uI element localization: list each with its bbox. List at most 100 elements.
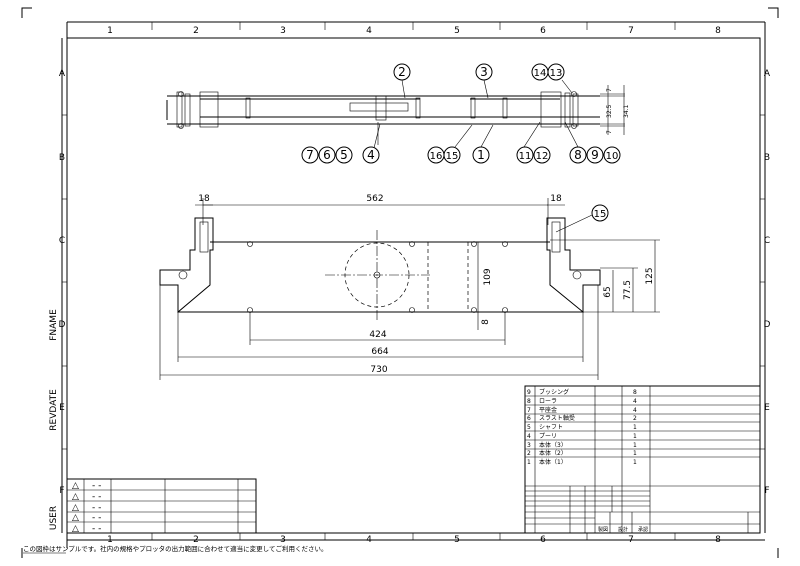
col-label: 7	[628, 26, 634, 36]
col-label: 1	[107, 535, 113, 545]
svg-text:1: 1	[633, 442, 637, 449]
col-label: 7	[628, 535, 634, 545]
svg-text:15: 15	[594, 209, 607, 220]
balloon: 6	[318, 146, 336, 164]
balloon: 15	[591, 204, 609, 222]
col-label: 8	[715, 26, 721, 36]
row-label: E	[764, 403, 770, 413]
svg-text:12: 12	[536, 151, 549, 162]
svg-text:2: 2	[633, 415, 637, 422]
dim-109: 109	[483, 268, 493, 285]
svg-text:4: 4	[633, 407, 637, 414]
revision-row: △ - -	[72, 492, 101, 502]
revdate-label: REVDATE	[49, 389, 59, 431]
svg-text:1: 1	[477, 148, 485, 162]
balloon: 13	[547, 63, 565, 81]
dim-label: 32.5	[606, 104, 613, 118]
svg-text:1: 1	[633, 459, 637, 466]
svg-text:7: 7	[527, 407, 531, 414]
dim-730: 730	[370, 365, 387, 375]
svg-text:平座金: 平座金	[539, 406, 557, 414]
svg-text:△: △	[72, 492, 79, 502]
col-label: 6	[540, 26, 546, 36]
svg-text:プーリ: プーリ	[539, 433, 557, 440]
column-labels-top: 1 2 3 4 5 6 7 8	[107, 26, 721, 36]
balloon: 16	[427, 146, 445, 164]
top-view: 7 32.5 34.1 7	[166, 79, 630, 149]
dim-562: 562	[366, 194, 383, 204]
svg-text:1: 1	[633, 450, 637, 457]
revision-table: △- - △- - △- - △- - △- -	[66, 478, 257, 534]
svg-text:ブッシング: ブッシング	[539, 388, 569, 396]
svg-text:9: 9	[527, 389, 531, 396]
footer-note: この図枠はサンプルです。社内の規格やプロッタの出力範囲に合わせて適当に変更してご…	[23, 544, 327, 553]
svg-text:3: 3	[527, 442, 531, 449]
svg-text:6: 6	[527, 415, 531, 422]
svg-text:- -: - -	[92, 503, 101, 513]
side-labels: FNAME REVDATE USER	[49, 309, 59, 530]
svg-text:スラスト軸受: スラスト軸受	[539, 414, 575, 422]
revision-row: △- -	[72, 524, 101, 534]
row-label: C	[764, 236, 770, 246]
col-label: 2	[193, 535, 199, 545]
row-labels-right: A B C D E F	[764, 69, 771, 496]
svg-text:10: 10	[606, 151, 619, 162]
svg-text:8: 8	[574, 148, 582, 162]
dim-18-left: 18	[198, 194, 210, 204]
dim-18-right: 18	[550, 194, 562, 204]
row-label: C	[59, 236, 65, 246]
row-label: B	[59, 153, 65, 163]
svg-text:△: △	[72, 503, 79, 513]
revision-row: △ - -	[72, 503, 101, 513]
parts-row: 9 ブッシング 8	[527, 388, 637, 396]
svg-text:11: 11	[519, 151, 532, 162]
dim-77-5: 77.5	[623, 280, 633, 300]
revision-row: △- -	[72, 481, 101, 491]
balloon: 9	[586, 146, 604, 164]
balloon: 11	[516, 146, 534, 164]
svg-text:8: 8	[633, 389, 637, 396]
svg-text:- -: - -	[92, 492, 101, 502]
balloon: 12	[533, 146, 551, 164]
col-label: 4	[366, 26, 372, 36]
column-labels-bottom: 1 2 3 4 5 6 7 8	[107, 535, 721, 545]
dim-label: 7	[606, 88, 613, 92]
col-label: 6	[540, 535, 546, 545]
dim-8: 8	[481, 319, 491, 325]
svg-text:14: 14	[534, 68, 547, 79]
svg-text:1: 1	[633, 433, 637, 440]
svg-text:13: 13	[550, 68, 563, 79]
row-label: D	[59, 320, 66, 330]
col-label: 3	[280, 26, 286, 36]
svg-text:ローラ: ローラ	[539, 398, 557, 405]
row-label: F	[59, 486, 64, 496]
svg-text:6: 6	[323, 148, 331, 162]
row-label: F	[764, 486, 769, 496]
col-label: 2	[193, 26, 199, 36]
parts-row: 6 スラスト軸受 2	[527, 414, 637, 422]
svg-text:1: 1	[527, 459, 531, 466]
balloon: 3	[475, 63, 493, 81]
svg-text:- -: - -	[92, 513, 101, 523]
balloon: 1	[472, 146, 490, 164]
svg-text:9: 9	[591, 148, 599, 162]
svg-text:1: 1	[633, 424, 637, 431]
row-label: E	[59, 403, 65, 413]
dim-424: 424	[369, 330, 386, 340]
balloon: 4	[362, 146, 380, 164]
svg-text:△: △	[72, 524, 79, 534]
svg-text:3: 3	[480, 65, 488, 79]
svg-text:シャフト: シャフト	[539, 424, 563, 431]
part-balloons: 2 3 14 13 7 6 5 4 16 15 1 11 12 8 9 10 1…	[301, 63, 621, 233]
user-label: USER	[49, 506, 59, 530]
svg-text:- -: - -	[92, 481, 101, 491]
svg-text:15: 15	[446, 151, 459, 162]
parts-list	[524, 385, 761, 534]
